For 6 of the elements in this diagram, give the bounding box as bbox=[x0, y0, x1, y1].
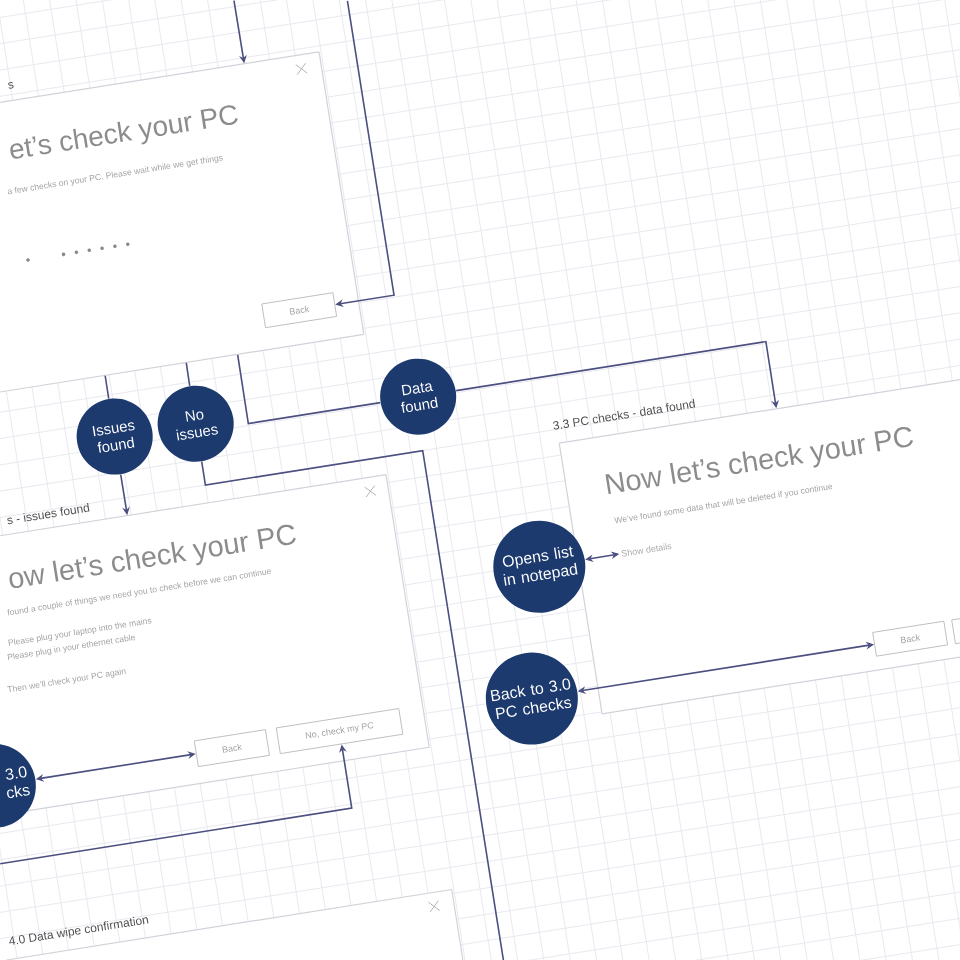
connector-line bbox=[200, 449, 505, 960]
connector-line bbox=[104, 374, 110, 400]
dialog-title: et’s check your PC bbox=[10, 105, 238, 159]
button bbox=[951, 618, 960, 645]
connector-line bbox=[185, 362, 191, 387]
connector-line bbox=[236, 353, 382, 425]
